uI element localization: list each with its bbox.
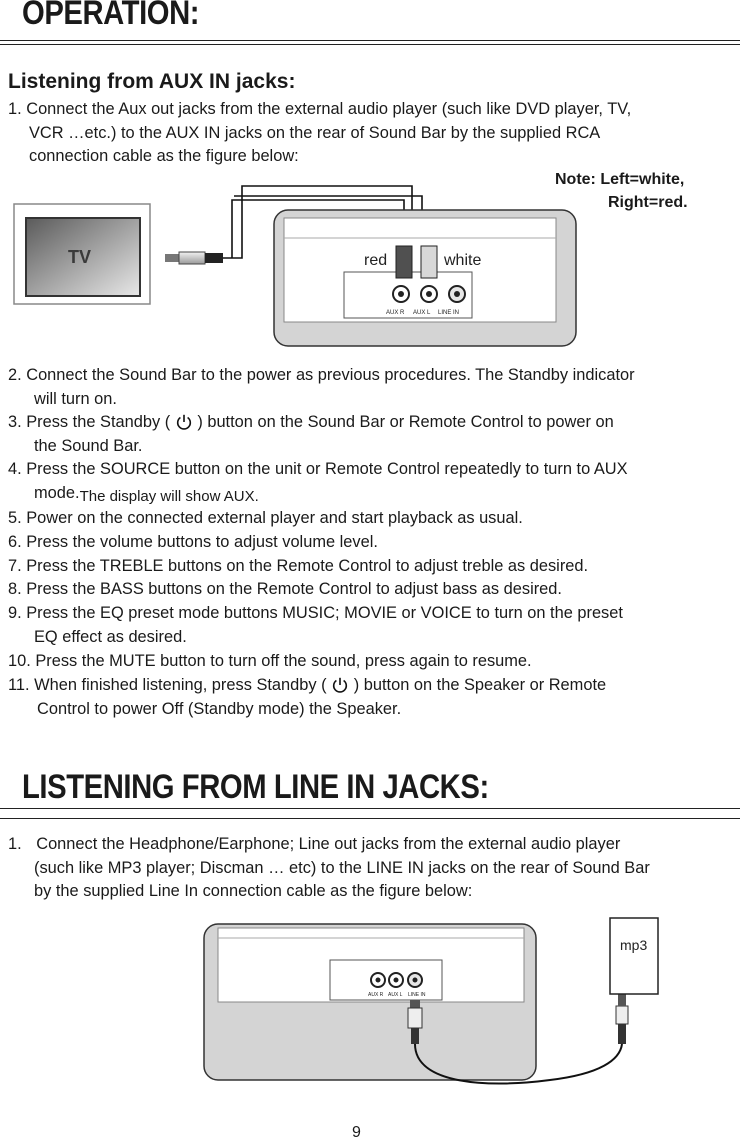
step-number: 10. bbox=[8, 652, 31, 670]
step-text: Press the EQ preset mode buttons MUSIC; … bbox=[26, 604, 623, 622]
jack-label: AUX L bbox=[413, 310, 431, 316]
step-text: When finished listening, press Standby ( bbox=[34, 676, 327, 694]
page-title: OPERATION: bbox=[22, 0, 200, 32]
white-rca-plug bbox=[420, 245, 438, 279]
red-rca-plug bbox=[395, 245, 413, 279]
line-in-step-1: 1. Connect the Headphone/Earphone; Line … bbox=[8, 833, 650, 904]
step-text: Press the MUTE button to turn off the so… bbox=[35, 652, 532, 670]
step-text: Press the TREBLE buttons on the Remote C… bbox=[26, 557, 589, 575]
step-text: (such like MP3 player; Discman … etc) to… bbox=[34, 858, 650, 877]
title-rule bbox=[0, 40, 740, 41]
mp3-player: mp3 bbox=[609, 917, 659, 995]
aux-heading: Listening from AUX IN jacks: bbox=[8, 70, 296, 93]
line-in-connection-figure: AUX R AUX L LINE IN mp3 bbox=[203, 917, 659, 1085]
step-number: 8. bbox=[8, 580, 22, 598]
step-number: 4. bbox=[8, 460, 22, 478]
jack-label: AUX R bbox=[386, 310, 405, 316]
soundbar-rear: AUX R AUX L LINE IN red white bbox=[273, 209, 577, 347]
section-rule bbox=[0, 808, 740, 809]
step-text: VCR …etc.) to the AUX IN jacks on the re… bbox=[29, 123, 601, 142]
step-text: The display will show AUX. bbox=[79, 487, 259, 505]
aux-step-6: 6. Press the volume buttons to adjust vo… bbox=[8, 531, 378, 555]
jack-label: LINE IN bbox=[408, 992, 426, 998]
aux-step-7: 7. Press the TREBLE buttons on the Remot… bbox=[8, 555, 588, 579]
section-rule-2 bbox=[0, 818, 740, 819]
step-number: 2. bbox=[8, 366, 22, 384]
step-text: Connect the Aux out jacks from the exter… bbox=[26, 100, 632, 118]
aux-step-1: 1. Connect the Aux out jacks from the ex… bbox=[8, 98, 631, 169]
step-number: 5. bbox=[8, 509, 22, 527]
step-text: Press the BASS buttons on the Remote Con… bbox=[26, 580, 562, 598]
step-number: 3. bbox=[8, 413, 22, 431]
aux-step-5: 5. Power on the connected external playe… bbox=[8, 507, 523, 531]
note-line: Right=red. bbox=[608, 194, 688, 211]
step-text: by the supplied Line In connection cable… bbox=[34, 882, 473, 900]
step-text: mode. bbox=[34, 483, 80, 502]
connection-note: Note: Left=white, Right=red. bbox=[555, 168, 688, 214]
tv-label: TV bbox=[68, 247, 91, 267]
step-text: will turn on. bbox=[34, 389, 117, 408]
step-text: Press the SOURCE button on the unit or R… bbox=[26, 460, 628, 478]
step-number: 6. bbox=[8, 533, 22, 551]
step-number: 1. bbox=[8, 835, 22, 853]
aux-step-4: 4. Press the SOURCE button on the unit o… bbox=[8, 458, 628, 505]
aux-step-2: 2. Connect the Sound Bar to the power as… bbox=[8, 364, 635, 411]
step-text: the Sound Bar. bbox=[34, 436, 143, 455]
title-rule-2 bbox=[0, 44, 740, 45]
mp3-label: mp3 bbox=[620, 937, 647, 953]
step-text: Connect the Sound Bar to the power as pr… bbox=[26, 366, 635, 384]
aux-step-11: 11. When finished listening, press Stand… bbox=[8, 674, 606, 721]
jack-label: AUX L bbox=[388, 992, 403, 998]
aux-step-3: 3. Press the Standby ( ) button on the S… bbox=[8, 411, 614, 458]
jack-label: AUX R bbox=[368, 992, 384, 998]
line-in-cable bbox=[407, 994, 629, 1085]
step-text: Control to power Off (Standby mode) the … bbox=[37, 699, 402, 718]
step-text: Connect the Headphone/Earphone; Line out… bbox=[36, 835, 621, 853]
step-text: EQ effect as desired. bbox=[34, 627, 187, 646]
white-label: white bbox=[443, 252, 481, 269]
step-text: Press the volume buttons to adjust volum… bbox=[26, 533, 378, 551]
step-text: ) button on the Sound Bar or Remote Cont… bbox=[197, 413, 614, 431]
step-text: connection cable as the figure below: bbox=[29, 147, 299, 165]
line-in-title: LISTENING FROM LINE IN JACKS: bbox=[22, 768, 489, 806]
power-icon bbox=[176, 414, 191, 430]
jack-label: LINE IN bbox=[438, 310, 459, 316]
note-line: Note: Left=white, bbox=[555, 171, 685, 188]
page-number: 9 bbox=[352, 1124, 361, 1141]
aux-step-9: 9. Press the EQ preset mode buttons MUSI… bbox=[8, 602, 623, 649]
step-number: 1. bbox=[8, 100, 22, 118]
step-text: ) button on the Speaker or Remote bbox=[353, 676, 607, 694]
power-icon bbox=[333, 677, 348, 693]
soundbar-rear: AUX R AUX L LINE IN bbox=[203, 923, 537, 1081]
aux-step-10: 10. Press the MUTE button to turn off th… bbox=[8, 650, 532, 674]
tv-illustration: TV bbox=[13, 203, 151, 305]
step-text: Press the Standby ( bbox=[26, 413, 171, 431]
step-number: 11. bbox=[8, 676, 30, 694]
aux-step-8: 8. Press the BASS buttons on the Remote … bbox=[8, 578, 562, 602]
red-label: red bbox=[364, 252, 387, 269]
step-number: 7. bbox=[8, 557, 22, 575]
step-text: Power on the connected external player a… bbox=[26, 509, 523, 527]
aux-connection-figure: TV AUX R AUX L LINE IN red white bbox=[13, 185, 577, 347]
step-number: 9. bbox=[8, 604, 22, 622]
